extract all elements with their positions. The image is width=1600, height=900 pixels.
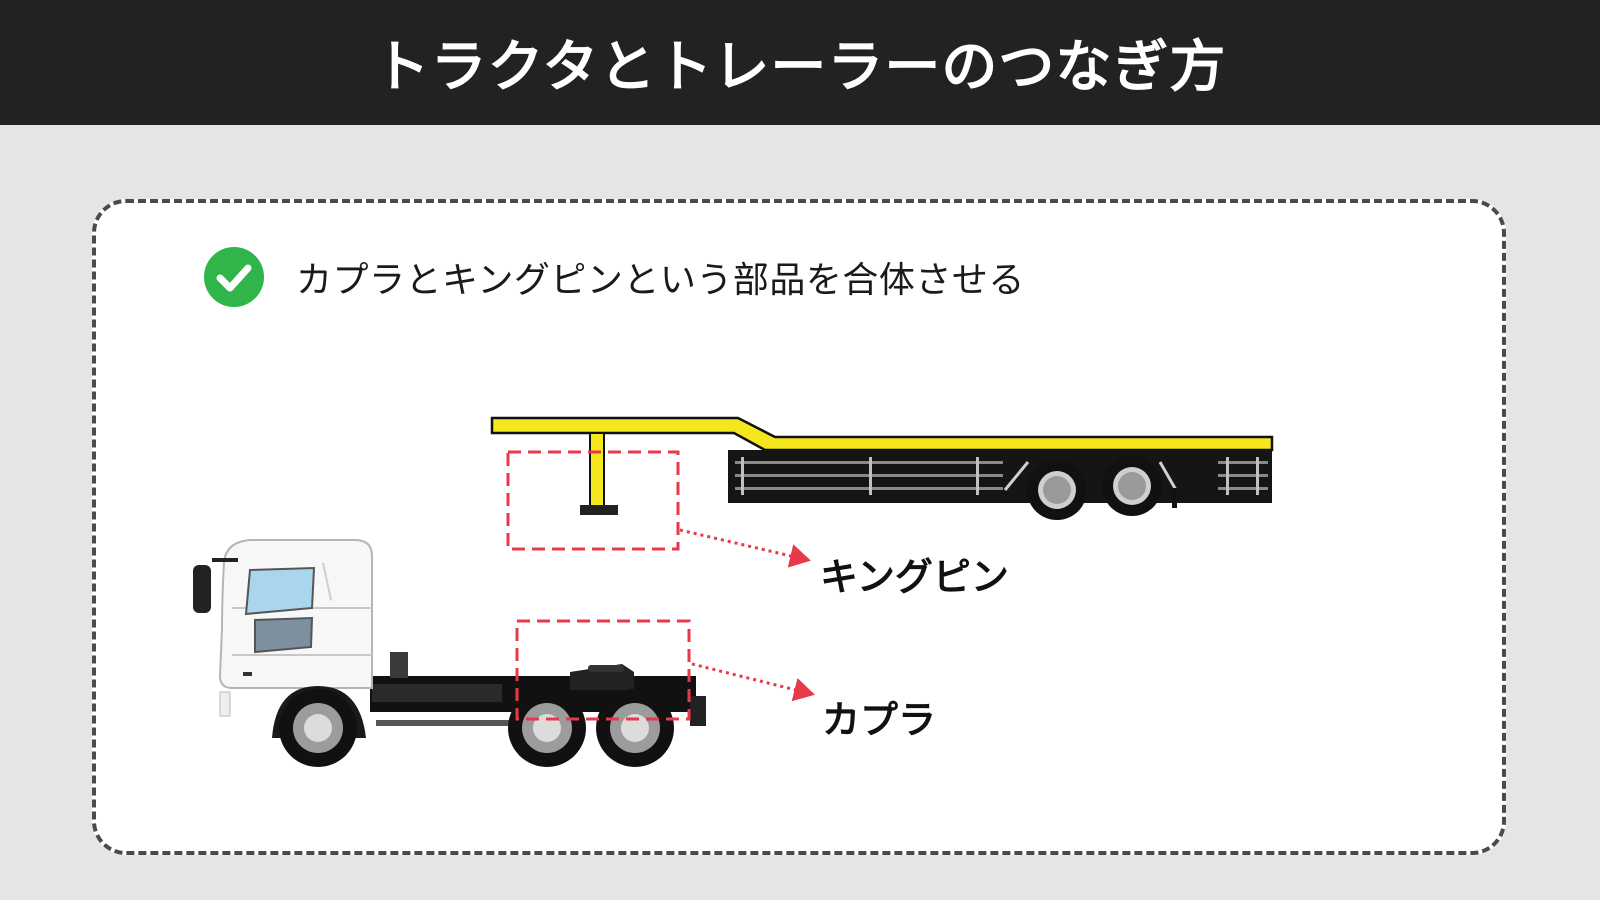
- description-text: カプラとキングピンという部品を合体させる: [296, 260, 1025, 301]
- coupler-label: カプラ: [822, 698, 937, 742]
- check-circle-icon: [204, 247, 264, 307]
- tractor-wheel-rear-2: [596, 689, 674, 767]
- kingpin-foot: [580, 505, 618, 515]
- tractor-wheel-front: [272, 686, 366, 767]
- side-mirror: [193, 565, 211, 613]
- tractor-illustration: [193, 539, 706, 767]
- kingpin-arrow: [679, 528, 811, 568]
- landing-gear: [589, 432, 605, 508]
- coupler-highlight-box: [515, 619, 691, 721]
- cab-side-window: [254, 616, 314, 654]
- trailer-wheel-rear: [1102, 456, 1162, 516]
- trailer-illustration: [490, 416, 1274, 520]
- coupler-arrow: [691, 662, 815, 702]
- kingpin-label: キングピン: [820, 555, 1009, 599]
- header-bar: トラクタとトレーラーのつなぎ方: [0, 0, 1600, 125]
- trailer-deck: [490, 416, 1274, 452]
- kingpin-highlight-box: [506, 450, 680, 551]
- cab-windshield: [244, 566, 316, 616]
- description-row: カプラとキングピンという部品を合体させる: [204, 247, 1025, 307]
- tractor-wheel-rear-1: [508, 689, 586, 767]
- trailer-wheel-front: [1027, 460, 1087, 520]
- page-title: トラクタとトレーラーのつなぎ方: [373, 35, 1227, 100]
- tractor-cab: [218, 539, 373, 689]
